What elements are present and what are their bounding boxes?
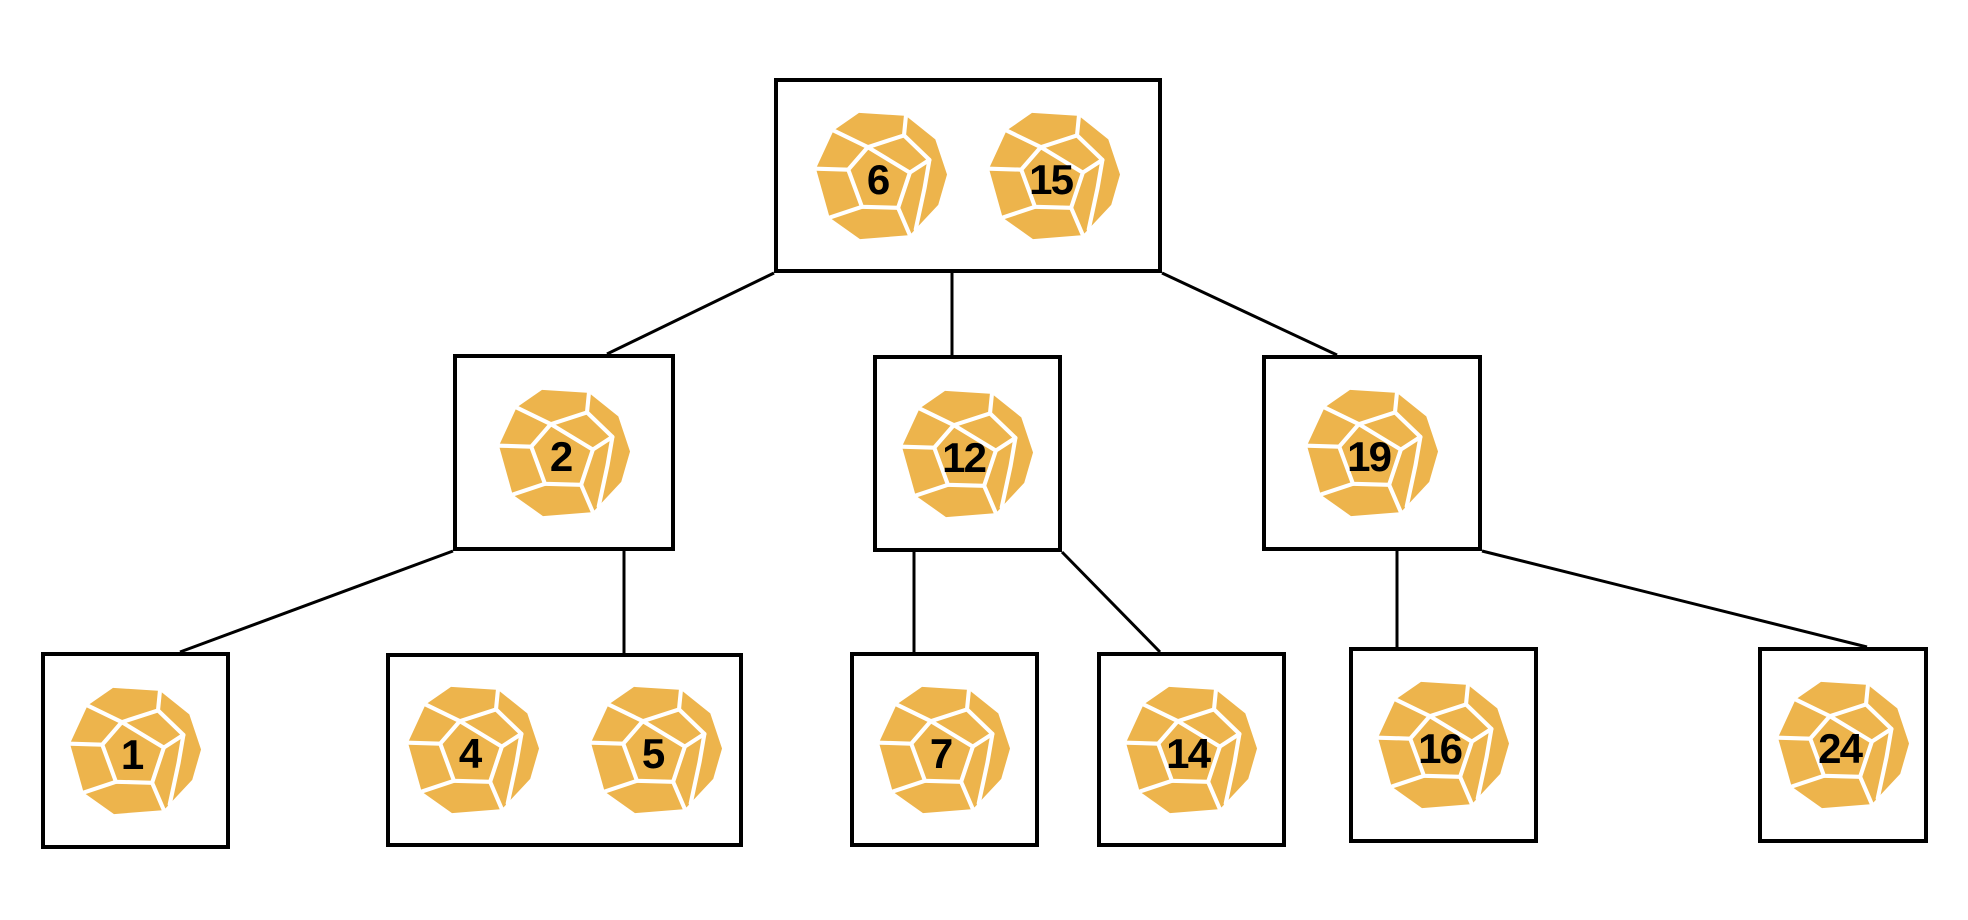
tree-edge xyxy=(1481,549,1868,649)
d12-die-icon: 7 xyxy=(878,685,1011,815)
die-number: 19 xyxy=(1347,433,1390,480)
tree-edge xyxy=(606,271,775,356)
d12-die-icon: 16 xyxy=(1377,680,1510,810)
die-number: 6 xyxy=(867,156,889,203)
d12-die-icon: 6 xyxy=(815,111,948,241)
tree-edge xyxy=(1060,550,1162,654)
die-number: 14 xyxy=(1166,730,1211,777)
tree-node-16: 16 xyxy=(1349,647,1538,843)
tree-node-1: 1 xyxy=(41,652,230,849)
tree-node-14: 14 xyxy=(1097,652,1286,847)
tree-node-19: 19 xyxy=(1262,355,1482,551)
die-number: 4 xyxy=(458,730,482,777)
die-number: 12 xyxy=(942,434,985,481)
d12-die-icon: 24 xyxy=(1777,680,1910,810)
die-number: 1 xyxy=(121,731,144,778)
die-number: 24 xyxy=(1818,725,1863,772)
die-number: 16 xyxy=(1418,725,1461,772)
d12-die-icon: 14 xyxy=(1125,685,1258,815)
d12-die-icon: 19 xyxy=(1306,388,1439,518)
d12-die-icon: 5 xyxy=(590,685,723,815)
die-number: 7 xyxy=(930,730,952,777)
die-number: 2 xyxy=(549,433,571,480)
tree-node-root: 6 15 xyxy=(774,78,1162,273)
d12-die-icon: 2 xyxy=(498,388,631,518)
tree-node-2: 2 xyxy=(453,354,675,551)
die-number: 5 xyxy=(641,730,664,777)
tree-edge xyxy=(179,549,454,654)
tree-node-4-5: 4 5 xyxy=(386,653,743,847)
tree-node-12: 12 xyxy=(873,355,1062,552)
tree-node-24: 24 xyxy=(1758,647,1928,843)
d12-die-icon: 1 xyxy=(69,686,202,816)
tree-node-7: 7 xyxy=(850,652,1039,847)
d12-die-icon: 12 xyxy=(901,389,1034,519)
d12-die-icon: 4 xyxy=(407,685,540,815)
die-number: 15 xyxy=(1029,156,1073,203)
d12-die-icon: 15 xyxy=(988,111,1121,241)
tree-edge xyxy=(1161,271,1338,357)
